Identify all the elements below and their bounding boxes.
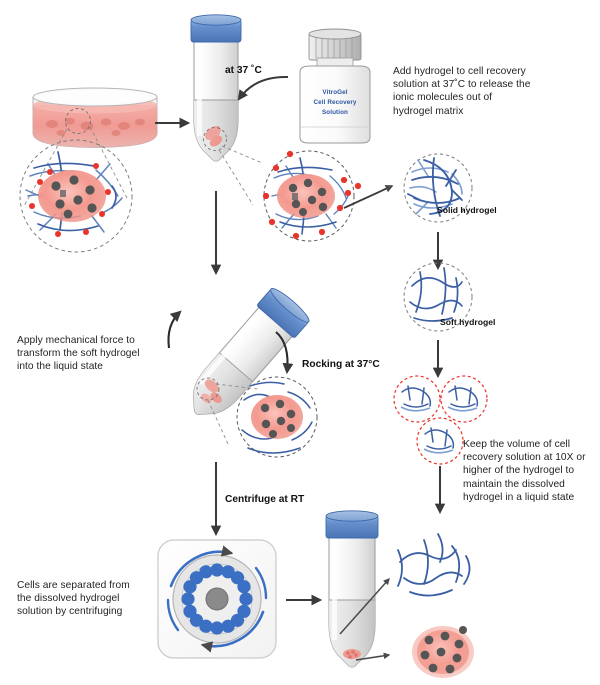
- callout-apply-force: Apply mechanical force to transform the …: [17, 335, 140, 373]
- callout-keep-volume: Keep the volume of cell recovery solutio…: [463, 439, 586, 503]
- label-soft-hydrogel: Soft hydrogel: [440, 317, 496, 327]
- petri-dish-icon: [32, 87, 158, 148]
- label-rocking-at-37c: Rocking at 37°C: [302, 359, 380, 370]
- magnified-ion-release: [262, 150, 362, 242]
- callout-cells-separated: Cells are separated from the dissolved h…: [17, 580, 130, 618]
- bottle-label-line1: VitroGel: [322, 89, 348, 96]
- reagent-bottle-icon: [299, 28, 371, 144]
- magnified-encapsulated-cells: [19, 139, 133, 253]
- magnified-soft-hydrogel-cells: [236, 376, 318, 458]
- released-ion-dots: [262, 150, 362, 240]
- conical-tube-tilted: [192, 288, 310, 415]
- arrow-rocking-right: [275, 331, 294, 375]
- leader-to-dissolved-hydrogel: [339, 578, 390, 635]
- dissolved-circle: [393, 375, 441, 423]
- ionic-molecule-dots: [29, 163, 111, 237]
- centrifuge-icon: [157, 539, 277, 659]
- magnifier-cone-dish: [23, 126, 129, 207]
- dissolved-circle: [440, 375, 488, 423]
- dissolved-hydrogel-icon: [393, 375, 488, 465]
- arrow-bottle-to-tube: [237, 75, 289, 101]
- magnifier-cone-tilted: [207, 383, 259, 445]
- bottle-label-line3: Solution: [322, 109, 348, 116]
- cell-pellet-cluster: [412, 626, 474, 678]
- solid-hydrogel-icon: [403, 153, 473, 223]
- conical-tube-upright: [190, 14, 242, 162]
- dissolved-hydrogel-strands: [397, 533, 471, 597]
- label-solid-hydrogel: Solid hydrogel: [437, 205, 497, 215]
- bottle-label-line2: Cell Recovery: [313, 99, 357, 106]
- magnifier-cone-tube: [218, 145, 263, 206]
- arrow-rocking-left: [167, 310, 182, 349]
- arrow-to-solid-hydrogel: [343, 185, 394, 209]
- leader-to-cell-pellet: [355, 652, 391, 661]
- label-at-37c: at 37 ˚C: [225, 65, 262, 76]
- dissolved-circle: [416, 417, 464, 465]
- label-centrifuge-at-rt: Centrifuge at RT: [225, 494, 305, 505]
- soft-hydrogel-icon: [403, 262, 473, 332]
- callout-add-hydrogel: Add hydrogel to cell recovery solution a…: [393, 66, 531, 117]
- conical-tube-final: [325, 510, 379, 668]
